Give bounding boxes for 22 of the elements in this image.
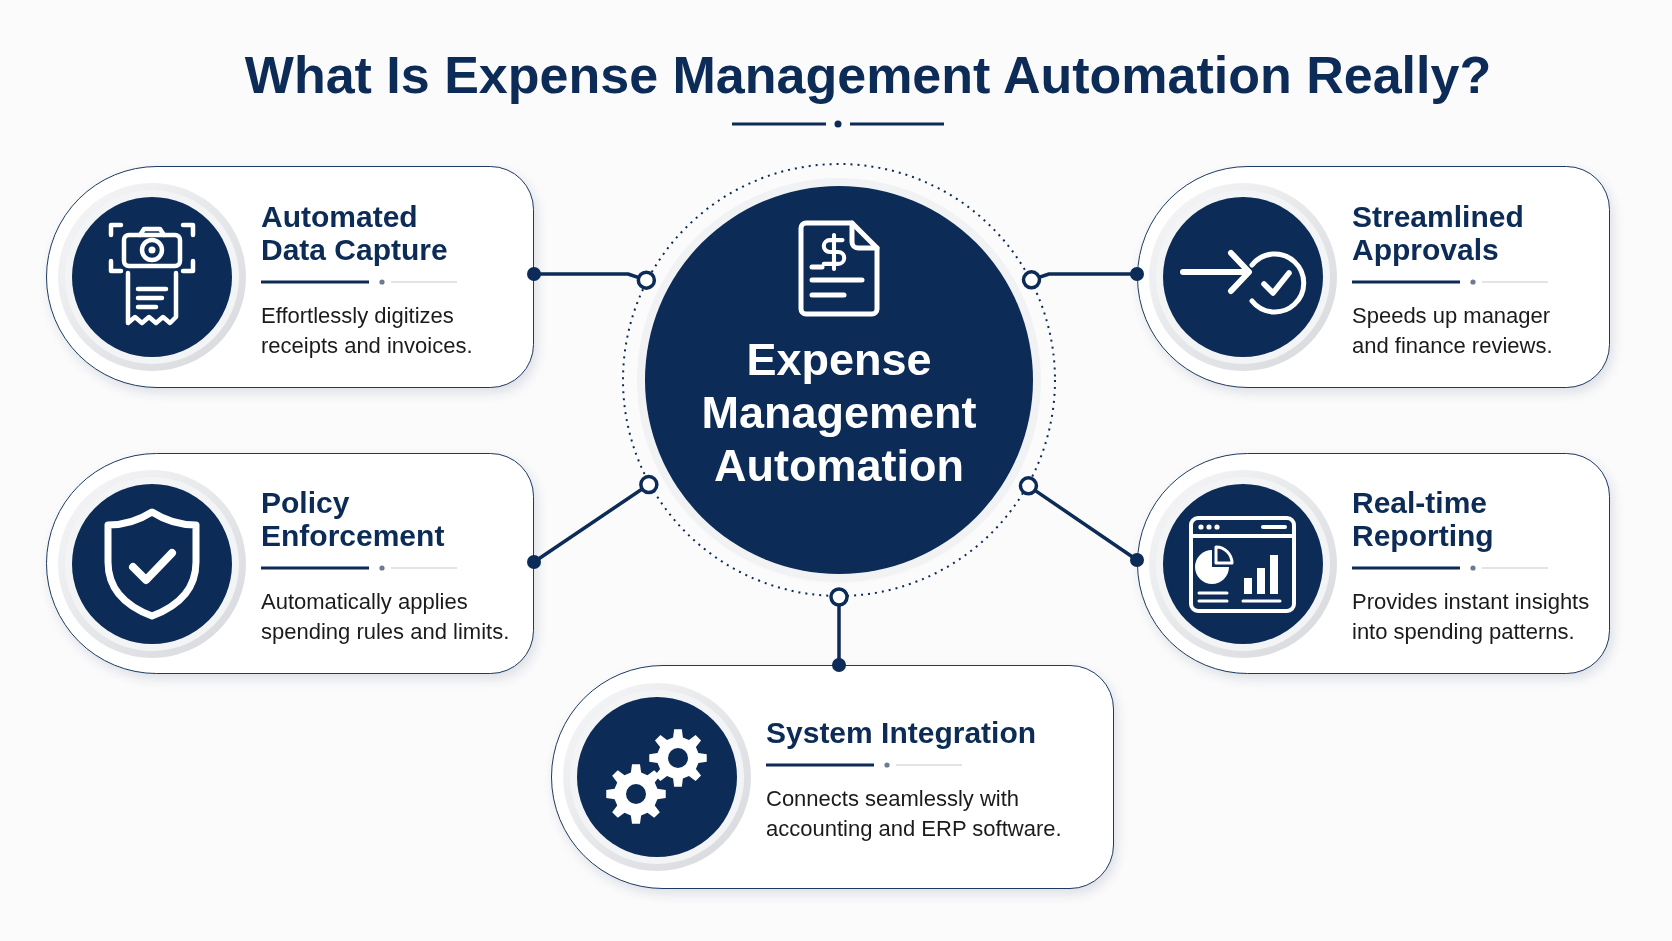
connector-line	[1021, 267, 1144, 290]
feature-card	[551, 665, 1114, 889]
card-heading: Streamlined Approvals	[1352, 199, 1525, 266]
card-description: Connects seamlessly with accounting and ERP software.	[766, 785, 1063, 843]
card-description: Speeds up manager and finance reviews.	[1352, 301, 1554, 360]
card-description: Effortlessly digitizes receipts and invoices.	[261, 301, 474, 360]
hub-title: Expense Management Automation	[700, 333, 978, 492]
feature-card	[46, 453, 534, 674]
feature-card	[1137, 453, 1610, 674]
card-heading: Automated Data Capture	[261, 199, 449, 266]
card-description: Automatically applies spending rules and limits.	[261, 588, 511, 646]
feature-card	[1137, 166, 1610, 388]
connector-line	[527, 267, 657, 290]
connector-line	[829, 587, 849, 672]
card-description: Provides instant insights into spending patterns.	[1352, 588, 1591, 646]
connector-line	[1018, 476, 1144, 567]
card-heading: Policy Enforcement	[261, 486, 446, 552]
page-title: What Is Expense Management Automation Really?	[244, 45, 1492, 106]
feature-card	[46, 166, 534, 388]
card-heading: Real-time Reporting	[1352, 486, 1495, 552]
connector-line	[527, 474, 659, 569]
card-heading: System Integration	[766, 716, 1038, 749]
